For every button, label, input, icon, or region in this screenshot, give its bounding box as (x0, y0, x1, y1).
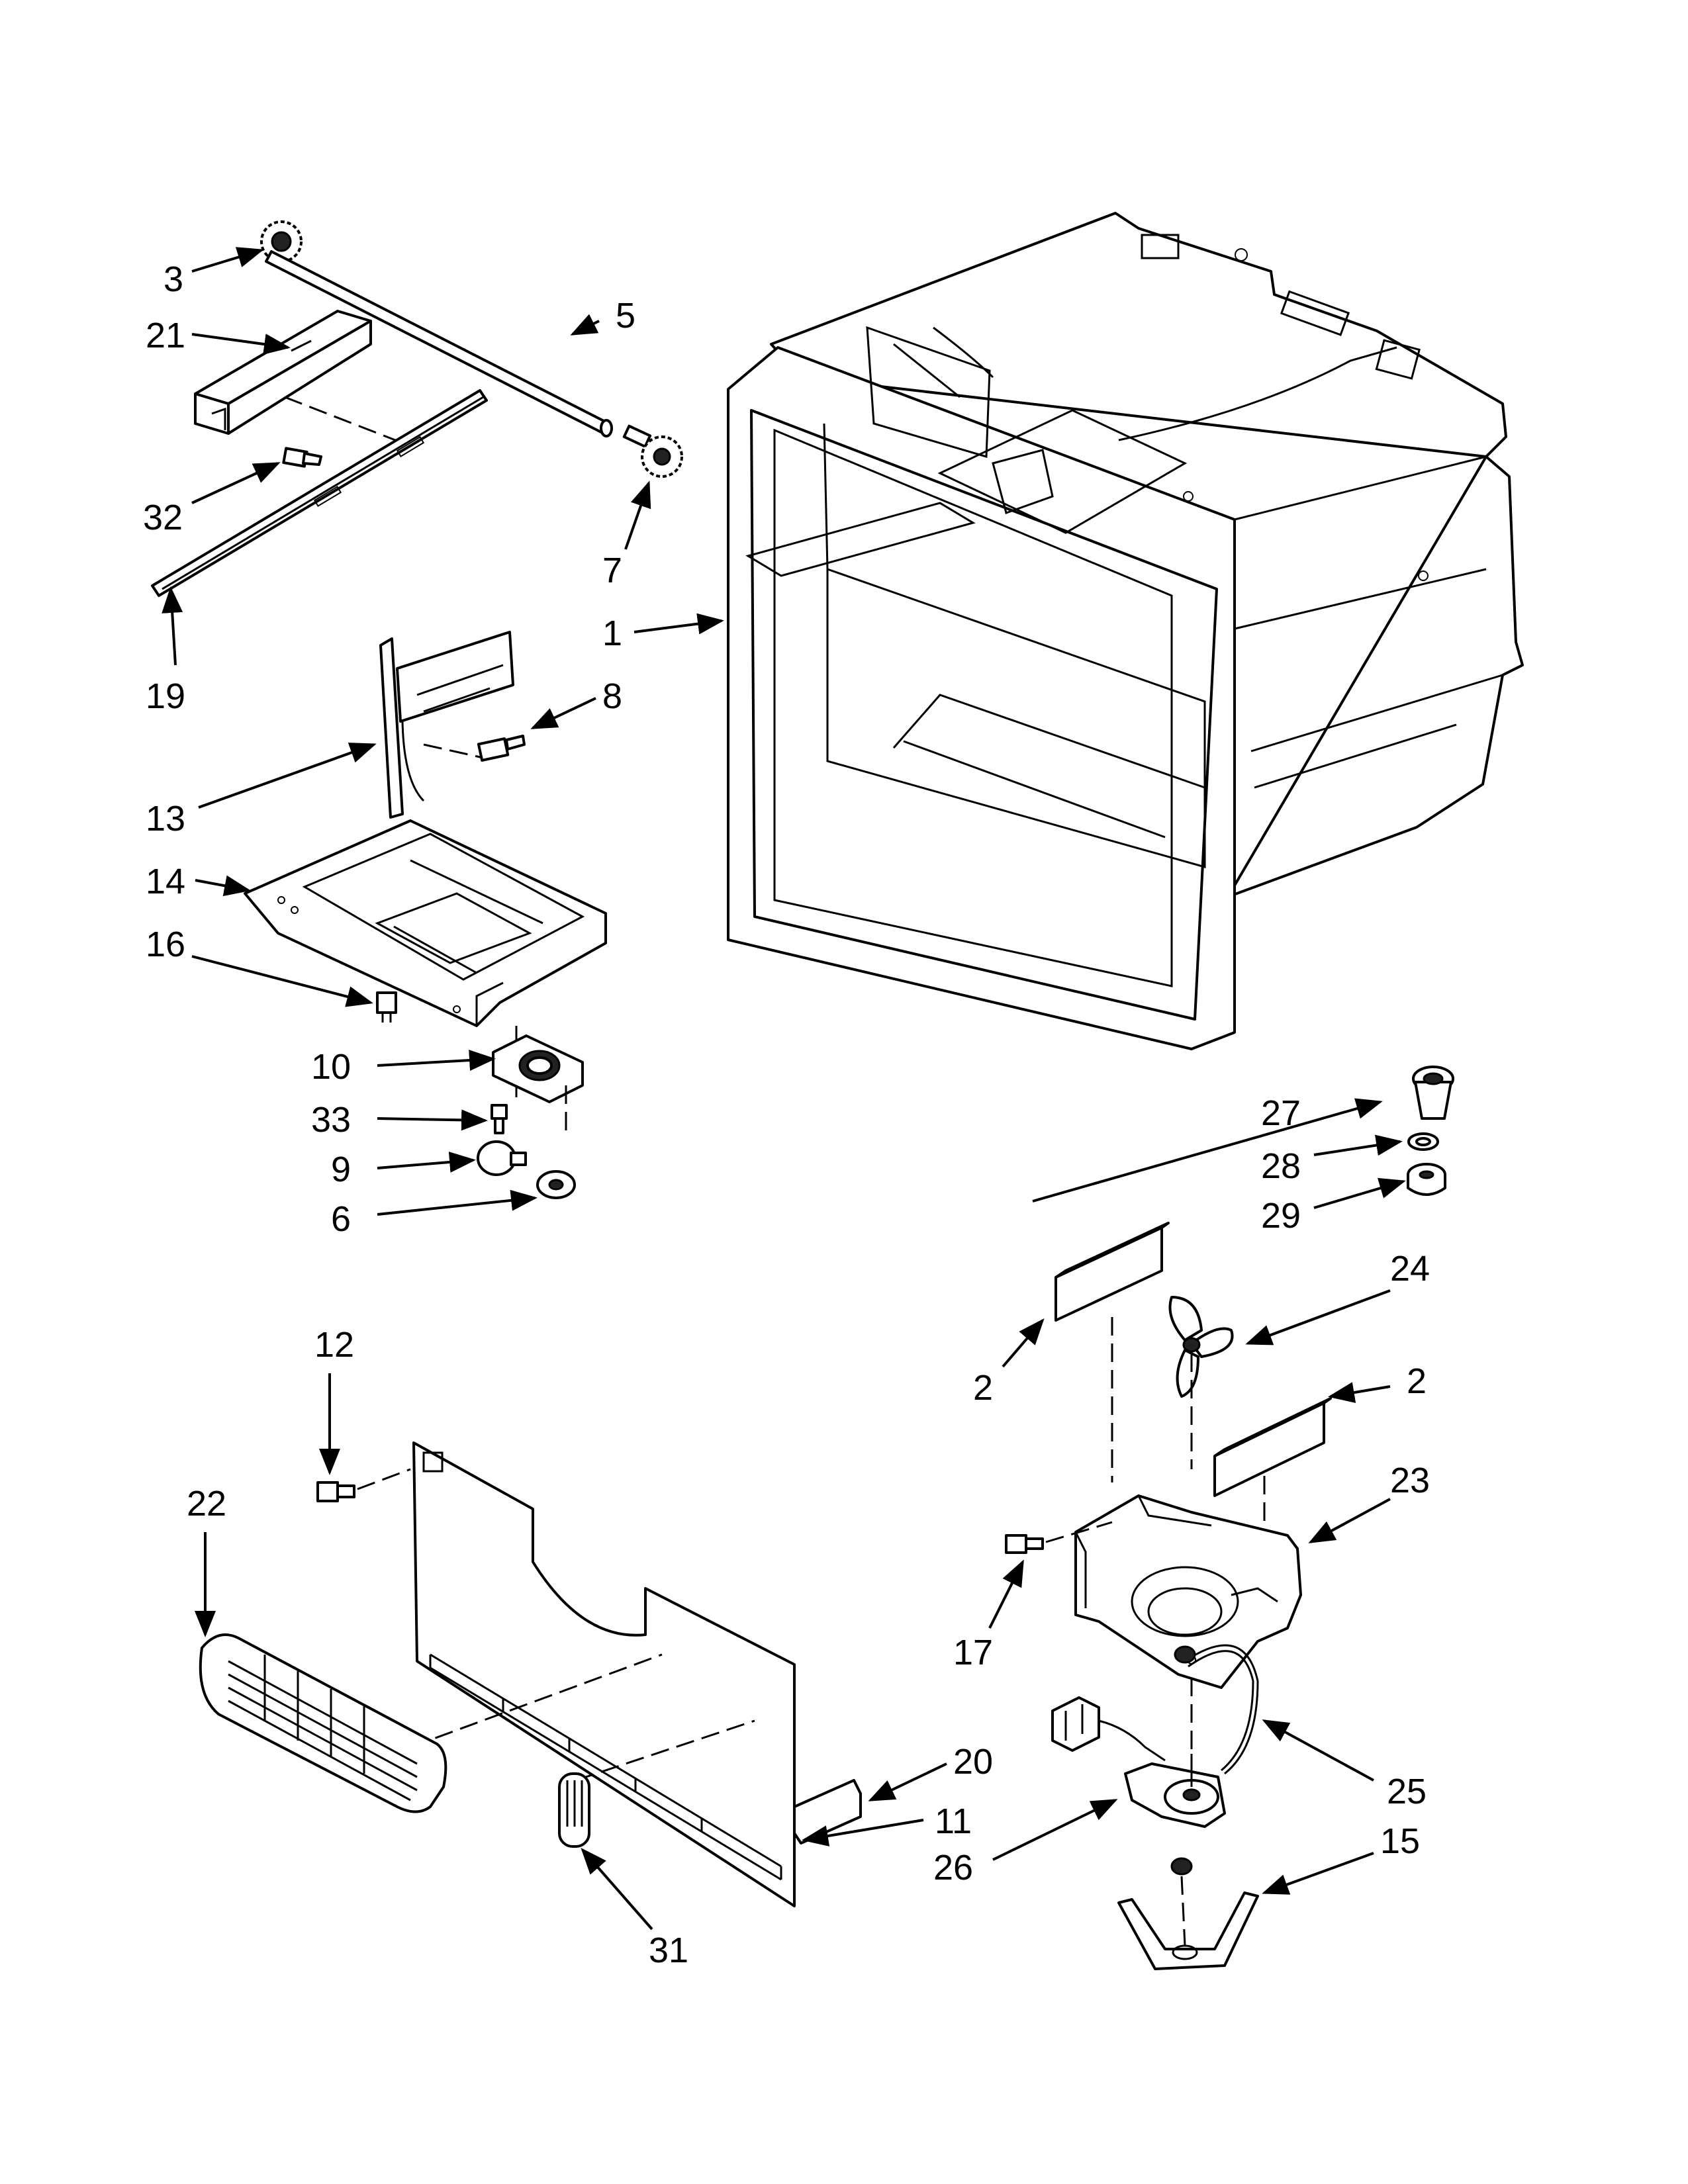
part-2-foam-block-upper (1055, 1222, 1170, 1322)
part-13-mounting-bracket (379, 631, 514, 819)
part-16-switch (376, 991, 397, 1023)
part-9-light-bulb (477, 1140, 527, 1176)
callout-20: 20 (953, 1742, 993, 1782)
callout-26: 26 (933, 1848, 973, 1888)
callout-8: 8 (602, 676, 622, 716)
callout-29: 29 (1261, 1196, 1301, 1236)
part-28-washer (1407, 1132, 1439, 1151)
callout-14: 14 (146, 862, 185, 901)
part-19-slide-rail (151, 389, 488, 597)
part-2-foam-block-lower (1213, 1397, 1332, 1497)
part-7-pinion-gear (622, 424, 683, 478)
callout-27: 27 (1261, 1093, 1301, 1133)
callout-24: 24 (1390, 1249, 1430, 1289)
part-22-grille (199, 1633, 447, 1813)
callout-17: 17 (953, 1633, 993, 1672)
callout-33: 33 (311, 1100, 351, 1140)
callout-10: 10 (311, 1047, 351, 1087)
part-5-shaft (265, 250, 613, 437)
callout-1: 1 (602, 614, 622, 653)
callout-7: 7 (602, 551, 622, 590)
callout-32: 32 (143, 498, 183, 537)
callout-15: 15 (1380, 1821, 1420, 1861)
callout-3: 3 (164, 259, 183, 299)
callout-13: 13 (146, 799, 185, 839)
part-21-slide-bracket (194, 310, 372, 435)
part-17-screw (1005, 1534, 1044, 1554)
callout-5: 5 (616, 296, 635, 336)
part-32-screw (282, 447, 322, 468)
part-14-tray (244, 819, 607, 1027)
part-15-motor-bracket (1117, 1857, 1259, 1970)
callout-labels: 3 21 5 32 7 19 1 8 13 14 16 10 33 9 6 12… (143, 259, 1430, 1970)
callout-25: 25 (1387, 1772, 1427, 1811)
callout-16: 16 (146, 925, 185, 964)
part-10-housing (492, 1034, 584, 1103)
callout-31: 31 (649, 1931, 688, 1970)
part-26-fan-motor (1124, 1754, 1226, 1828)
part-33-screw (491, 1104, 508, 1134)
part-11-rear-panel (412, 1441, 796, 1907)
callout-11: 11 (935, 1801, 972, 1841)
part-20-foam-strip (793, 1779, 862, 1844)
part-25-wire-harness (1051, 1644, 1259, 1775)
part-24-fan-blade (1168, 1296, 1234, 1398)
part-1-freezer-liner (727, 212, 1524, 1050)
part-8-screw (477, 735, 526, 762)
callout-28: 28 (1261, 1146, 1301, 1186)
callout-22: 22 (187, 1484, 226, 1524)
callout-2-right: 2 (1407, 1361, 1427, 1401)
callout-12: 12 (314, 1325, 354, 1365)
part-27-cap (1412, 1066, 1454, 1120)
callout-21: 21 (146, 316, 185, 355)
part-23-fan-shroud (1074, 1494, 1302, 1689)
callout-6: 6 (331, 1199, 351, 1239)
callout-19: 19 (146, 676, 185, 716)
part-6-light-socket (536, 1170, 576, 1199)
part-31-thermistor (558, 1772, 590, 1848)
callout-2-left: 2 (973, 1368, 993, 1408)
callout-23: 23 (1390, 1461, 1430, 1500)
part-29-grommet (1407, 1163, 1446, 1196)
leader-lines (162, 247, 1406, 1931)
part-12-screw (316, 1481, 355, 1502)
callout-9: 9 (331, 1150, 351, 1189)
